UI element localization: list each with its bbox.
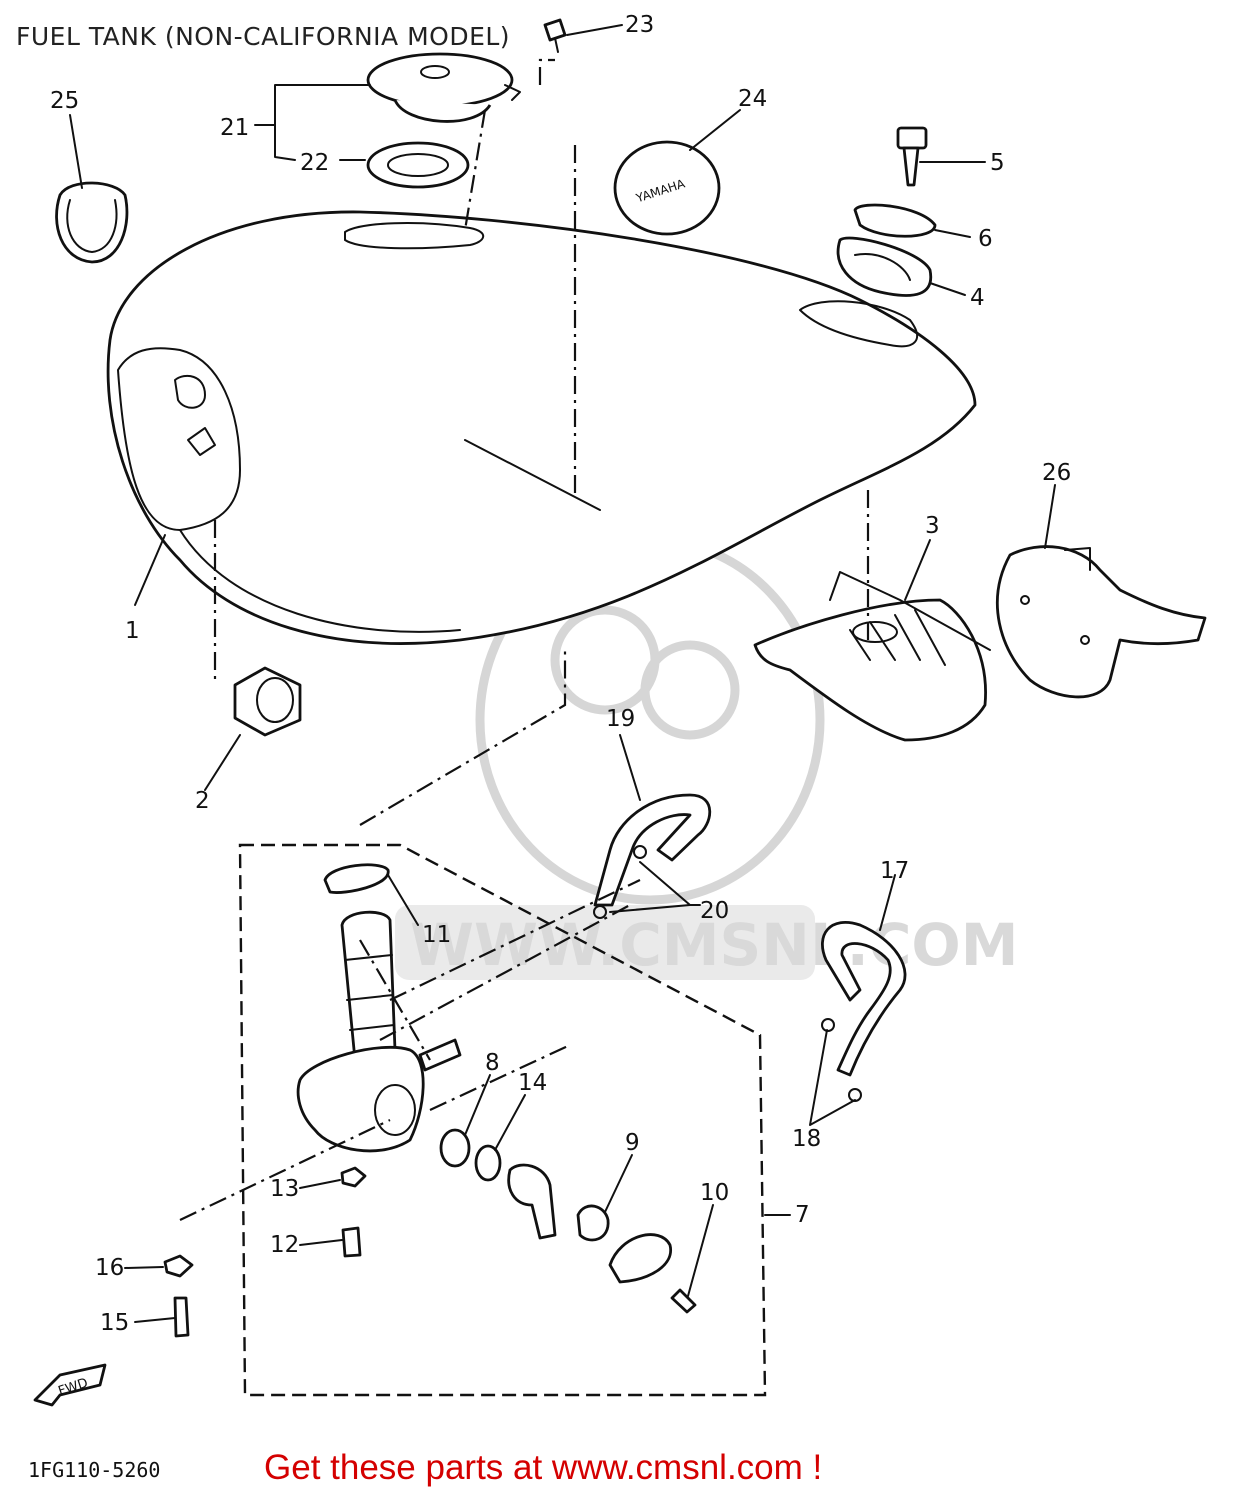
callout-6: 6 xyxy=(978,226,993,252)
callout-11: 11 xyxy=(422,922,451,948)
grommet-4[interactable] xyxy=(836,236,933,297)
ring-25[interactable] xyxy=(55,181,129,264)
callout-24: 24 xyxy=(738,86,767,112)
callout-26: 26 xyxy=(1042,460,1071,486)
callout-18: 18 xyxy=(792,1126,821,1152)
lever-plate[interactable] xyxy=(608,1233,672,1284)
lever-shaft[interactable] xyxy=(507,1163,557,1240)
callout-10: 10 xyxy=(700,1180,729,1206)
watermark-text: WWW.CMSNL.COM xyxy=(410,911,1018,979)
callout-3: 3 xyxy=(925,513,940,539)
nut-13[interactable] xyxy=(340,1166,367,1188)
callout-9: 9 xyxy=(625,1130,640,1156)
callout-12: 12 xyxy=(270,1232,299,1258)
callout-4: 4 xyxy=(970,285,985,311)
gasket-11[interactable] xyxy=(323,863,390,894)
footer-cta-link[interactable]: Get these parts at www.cmsnl.com ! xyxy=(264,1448,823,1487)
filler-cap[interactable] xyxy=(366,52,521,123)
fuel-cock-body[interactable] xyxy=(296,910,462,1153)
screw-23[interactable] xyxy=(543,18,567,53)
bolt-5[interactable] xyxy=(896,126,928,187)
callout-17: 17 xyxy=(880,858,909,884)
callout-23: 23 xyxy=(625,12,654,38)
page-title: FUEL TANK (NON-CALIFORNIA MODEL) xyxy=(16,22,511,51)
callout-numbers: 23 25 21 22 24 5 6 4 26 3 1 2 19 20 17 1… xyxy=(50,12,1071,1336)
callout-1: 1 xyxy=(125,618,140,644)
o-ring-14[interactable] xyxy=(474,1144,502,1182)
fuel-hose-17[interactable] xyxy=(821,921,907,1077)
callout-15: 15 xyxy=(100,1310,129,1336)
callout-5: 5 xyxy=(990,150,1005,176)
callout-21: 21 xyxy=(220,115,249,141)
tank-bracket[interactable] xyxy=(753,571,991,742)
clip-20[interactable] xyxy=(593,845,647,919)
filler-gasket[interactable] xyxy=(366,141,470,189)
callout-22: 22 xyxy=(300,150,329,176)
fuel-tank[interactable] xyxy=(106,210,977,645)
alignment-lines xyxy=(179,58,870,1221)
callout-16: 16 xyxy=(95,1255,124,1281)
washer-6[interactable] xyxy=(853,203,937,238)
tank-emblem[interactable]: YAMAHA xyxy=(613,140,721,236)
exploded-parts-diagram: WWW.CMSNL.COM YAMAHA xyxy=(33,12,1207,1407)
callout-7: 7 xyxy=(795,1202,810,1228)
fuel-cock-assembly-box xyxy=(238,843,767,1397)
nut-16[interactable] xyxy=(163,1254,194,1278)
callout-8: 8 xyxy=(485,1050,500,1076)
cms-watermark: WWW.CMSNL.COM xyxy=(395,535,1018,980)
callout-20: 20 xyxy=(700,898,729,924)
spring-9[interactable] xyxy=(576,1204,610,1242)
leader-lines xyxy=(69,24,1056,1323)
forward-arrow: FWD xyxy=(33,1363,107,1407)
callout-19: 19 xyxy=(606,706,635,732)
cover-26[interactable] xyxy=(996,545,1207,699)
screw-10[interactable] xyxy=(670,1288,697,1314)
callout-2: 2 xyxy=(195,788,210,814)
callout-13: 13 xyxy=(270,1176,299,1202)
nut-2[interactable] xyxy=(233,666,302,737)
fuel-hose-19[interactable] xyxy=(593,793,712,907)
callout-25: 25 xyxy=(50,88,79,114)
drawing-code: 1FG110-5260 xyxy=(28,1458,161,1482)
bolt-12[interactable] xyxy=(341,1226,362,1258)
seal-8[interactable] xyxy=(439,1128,471,1168)
bolt-15[interactable] xyxy=(173,1296,190,1338)
callout-14: 14 xyxy=(518,1070,547,1096)
